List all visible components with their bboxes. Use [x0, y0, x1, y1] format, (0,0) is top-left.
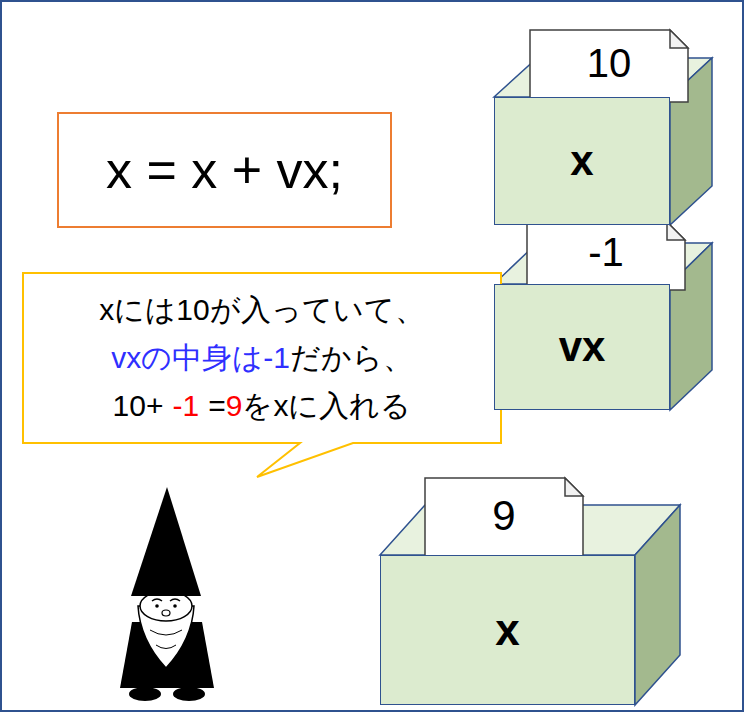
gnome-foot — [129, 687, 161, 701]
value-text: -1 — [588, 230, 624, 275]
code-box: x = x + vx; — [57, 112, 392, 228]
speech-text: xには10が入っていて、 — [99, 286, 424, 334]
variable-box: x — [380, 555, 635, 705]
gnome-foot — [173, 687, 205, 701]
gnome-hat — [131, 487, 201, 596]
speech-text: 10+ — [113, 382, 164, 430]
speech-text: vxの中身は-1 — [111, 334, 290, 382]
value-card: 10 — [530, 30, 688, 102]
code-text: x = x + vx; — [106, 140, 343, 200]
variable-box: x — [494, 97, 670, 225]
speech-bubble: xには10が入っていて、vxの中身は-1だから、10+-1=9をxに入れる — [22, 272, 502, 444]
value-text: 10 — [587, 41, 632, 86]
bubble-line: vxの中身は-1だから、 — [111, 334, 413, 382]
speech-text: 9 — [226, 382, 243, 430]
speech-text: をxに入れる — [242, 382, 411, 430]
variable-name: vx — [559, 323, 606, 371]
bubble-line: 10+-1=9をxに入れる — [113, 382, 412, 430]
variable-name: x — [570, 137, 593, 185]
bubble-line: xには10が入っていて、 — [99, 286, 424, 334]
speech-text: -1 — [172, 382, 199, 430]
value-text: 9 — [492, 492, 515, 540]
cube-side — [635, 505, 680, 705]
variable-box: vx — [494, 284, 670, 410]
gnome-eye — [173, 604, 177, 608]
speech-text: = — [208, 382, 226, 430]
variable-name: x — [495, 605, 519, 655]
gnome-eye — [155, 604, 159, 608]
gnome-eyebrows — [152, 599, 180, 601]
gnome-figure — [120, 487, 214, 701]
value-card: -1 — [527, 222, 685, 290]
gnome-beard-line — [150, 630, 182, 649]
speech-text: だから、 — [290, 334, 413, 382]
value-card: 9 — [425, 478, 583, 562]
gnome-nose — [162, 610, 170, 616]
